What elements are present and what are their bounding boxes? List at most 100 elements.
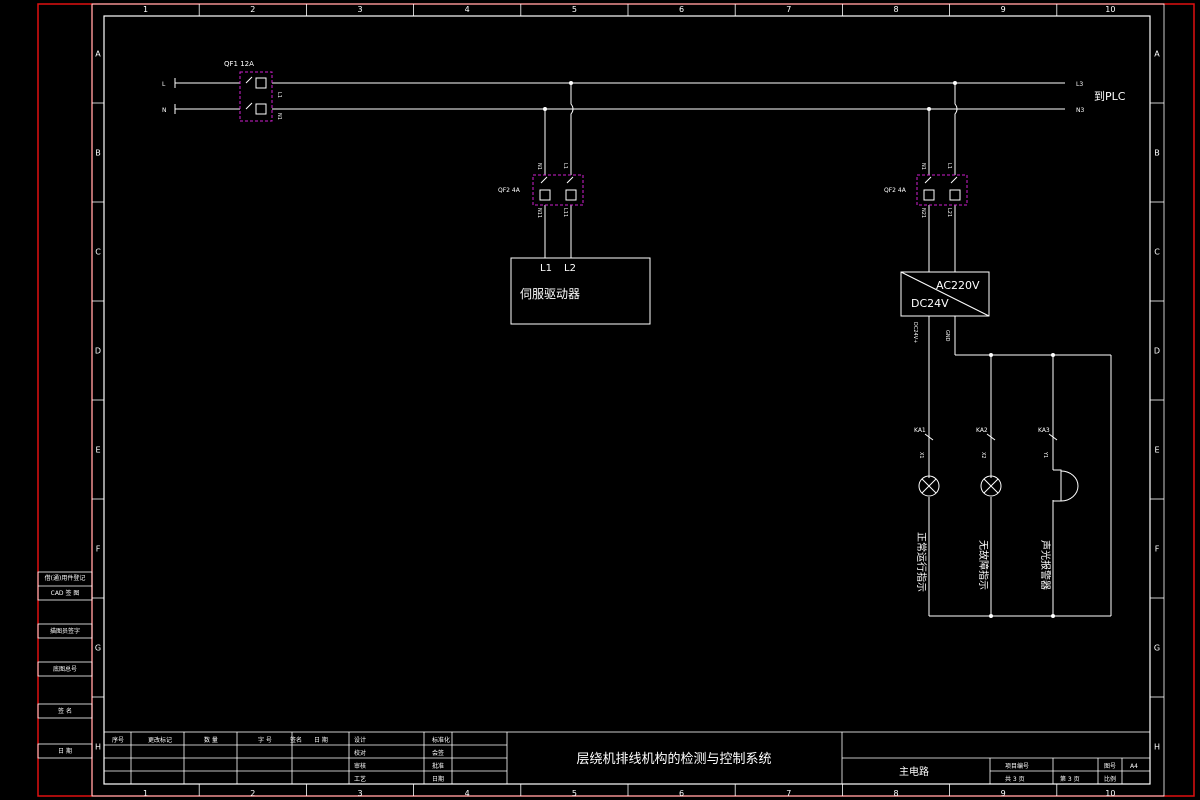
column-number: 8 xyxy=(893,789,898,798)
column-number: 1 xyxy=(143,789,148,798)
title-block-role: 标准化 xyxy=(432,736,450,744)
row-letter: A xyxy=(1154,50,1160,59)
indicator-name: 无故障指示 xyxy=(977,540,990,590)
column-number: 3 xyxy=(357,789,362,798)
row-letter: A xyxy=(95,50,101,59)
title-block-header: 签名 xyxy=(290,736,302,744)
row-letter: H xyxy=(95,743,101,752)
scale-label: 比例 xyxy=(1104,775,1116,783)
qf1-terminal: L1 xyxy=(276,92,282,98)
breaker-qf1 xyxy=(239,71,273,122)
qf2-terminal: L1 xyxy=(946,163,952,169)
bus-label-n3: N3 xyxy=(1076,107,1084,114)
sheet-number: 第 3 页 xyxy=(1060,775,1080,783)
qf2-terminal: L1 xyxy=(562,163,568,169)
title-block-role: 会签 xyxy=(432,749,444,757)
row-letter: D xyxy=(95,347,101,356)
drawing-name: 主电路 xyxy=(899,765,929,778)
column-number: 7 xyxy=(786,5,791,14)
servo-drive-box xyxy=(510,257,651,325)
row-letter: G xyxy=(95,644,101,653)
column-number: 2 xyxy=(250,5,255,14)
psu-out-label: GND xyxy=(944,330,950,342)
buzzer-alarm xyxy=(1053,469,1079,502)
qf2-psu-label: QF2 4A xyxy=(884,187,907,194)
breaker-qf2-psu xyxy=(916,174,968,206)
title-block-header: 日 期 xyxy=(314,736,328,744)
title-block-role: 批准 xyxy=(432,762,444,770)
relay-contact-label: KA1 xyxy=(914,427,926,434)
bus-label-n: N xyxy=(162,107,167,114)
column-number: 4 xyxy=(465,5,470,14)
relay-contact-label: KA3 xyxy=(1038,427,1050,434)
power-supply xyxy=(900,271,990,317)
row-letter: D xyxy=(1154,347,1160,356)
project-number-label: 项目编号 xyxy=(1005,762,1029,770)
column-number: 6 xyxy=(679,789,684,798)
indicator-name: 声光报警器 xyxy=(1039,540,1052,590)
row-letter: E xyxy=(95,446,100,455)
indicator-name: 正常运行指示 xyxy=(915,532,928,592)
wiring xyxy=(174,78,1112,617)
qf2-terminal: N1 xyxy=(920,163,926,170)
column-number: 1 xyxy=(143,5,148,14)
row-letter: C xyxy=(95,248,101,257)
column-number: 5 xyxy=(572,5,577,14)
column-number: 2 xyxy=(250,789,255,798)
column-number: 6 xyxy=(679,5,684,14)
relay-terminal-label: X1 xyxy=(918,452,924,459)
lamp-fault-indicator xyxy=(980,475,1002,497)
title-block xyxy=(103,731,1151,785)
qf2-terminal: N21 xyxy=(920,208,926,218)
psu-dc-label: DC24V xyxy=(911,297,949,310)
row-letter: C xyxy=(1154,248,1160,257)
bus-label-l: L xyxy=(162,81,166,88)
column-number: 7 xyxy=(786,789,791,798)
row-letter: G xyxy=(1154,644,1160,653)
qf1-terminal: N1 xyxy=(276,113,282,120)
column-number: 10 xyxy=(1105,789,1115,798)
title-block-header: 字 号 xyxy=(258,736,272,744)
title-block-role: 工艺 xyxy=(354,775,366,783)
sidebar-label: 日 期 xyxy=(58,747,72,755)
psu-out-label: DC24V+ xyxy=(912,322,918,343)
servo-terminal-1: L1 xyxy=(540,263,552,274)
relay-terminal-label: Y1 xyxy=(1042,451,1048,458)
sidebar-table xyxy=(37,571,93,759)
column-number: 4 xyxy=(465,789,470,798)
qf2-terminal: N1 xyxy=(536,163,542,170)
project-title: 层绕机排线机构的检测与控制系统 xyxy=(576,751,771,767)
qf2-terminal: N11 xyxy=(536,208,542,218)
title-block-role: 设计 xyxy=(354,736,366,744)
qf1-label: QF1 12A xyxy=(224,60,254,68)
sidebar-label: 底图总号 xyxy=(53,665,77,673)
qf2-terminal: L21 xyxy=(946,208,952,217)
row-letter: H xyxy=(1154,743,1160,752)
relay-contact-label: KA2 xyxy=(976,427,988,434)
title-block-role: 审核 xyxy=(354,762,366,770)
servo-drive-name: 伺服驱动器 xyxy=(520,287,580,301)
to-plc-label: 到PLC xyxy=(1094,90,1126,103)
drawing-size-value: A4 xyxy=(1130,763,1138,770)
sidebar-label: 借(通)用件登记 xyxy=(45,574,86,582)
sidebar-label: 描图员签字 xyxy=(50,627,80,635)
column-number: 9 xyxy=(1001,789,1006,798)
column-number: 10 xyxy=(1105,5,1115,14)
title-block-header: 数 量 xyxy=(204,736,218,744)
qf2-servo-label: QF2 4A xyxy=(498,187,521,194)
qf2-terminal: L11 xyxy=(562,208,568,217)
column-number: 8 xyxy=(893,5,898,14)
sidebar-label: CAD 签 图 xyxy=(51,589,80,597)
title-block-header: 更改标记 xyxy=(148,736,172,744)
title-block-role: 日期 xyxy=(432,775,444,783)
column-number: 9 xyxy=(1001,5,1006,14)
junction-dots xyxy=(543,81,1055,618)
servo-terminal-2: L2 xyxy=(564,263,576,274)
row-letter: B xyxy=(95,149,101,158)
sidebar-label: 签 名 xyxy=(58,707,72,715)
sheet-total: 共 3 页 xyxy=(1005,775,1025,783)
row-letter: B xyxy=(1154,149,1160,158)
